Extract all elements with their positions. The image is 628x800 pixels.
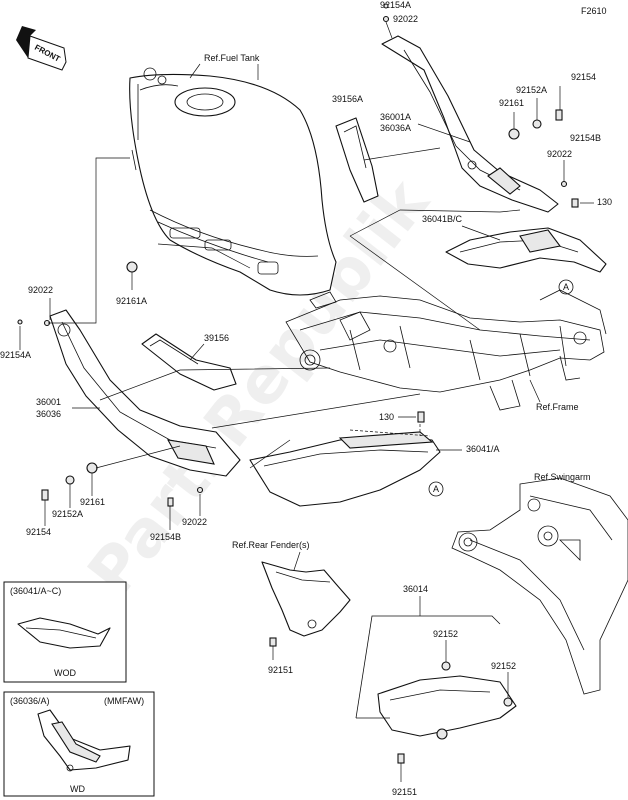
collar-92152-a	[441, 661, 451, 671]
callout-36036: 36036	[36, 409, 61, 419]
swingarm-reference	[451, 477, 628, 695]
callout-130-mid: 130	[379, 412, 394, 422]
callout-92022-top: 92022	[393, 14, 418, 24]
callout-36041BC: 36041B/C	[422, 214, 463, 224]
collar-92152-b	[503, 697, 513, 707]
upper-cowl-36001A	[381, 35, 559, 213]
side-cover-36041BC	[445, 227, 607, 273]
callout-92151-a: 92151	[268, 665, 293, 675]
marker-a-upper: A	[563, 282, 569, 292]
callout-92154A-top: 92154A	[380, 0, 411, 10]
inset-wd-caption: WD	[70, 784, 85, 794]
front-arrow-icon: FRONT	[16, 26, 67, 71]
inset-wd-tag: (MMFAW)	[104, 696, 144, 706]
callout-39156A: 39156A	[332, 94, 363, 104]
callout-36041A: 36041/A	[466, 444, 500, 454]
inset-wd: (36036/A) (MMFAW) WD	[3, 691, 155, 797]
callout-36001: 36001	[36, 397, 61, 407]
callout-36036A: 36036A	[380, 123, 411, 133]
callout-92161-r: 92161	[499, 98, 524, 108]
callout-36014: 36014	[403, 584, 428, 594]
callout-39156: 39156	[204, 333, 229, 343]
callout-130-r: 130	[597, 197, 612, 207]
side-cover-36041A	[249, 431, 441, 507]
callout-92022-b: 92022	[182, 517, 207, 527]
callout-92154-r: 92154	[571, 72, 596, 82]
grommet-92161-l	[86, 462, 98, 474]
bolt-92154-r	[555, 109, 563, 121]
callout-92152-b: 92152	[491, 661, 516, 671]
grommet-92161A	[126, 261, 138, 273]
ref-fuel-tank-label: Ref.Fuel Tank	[204, 53, 260, 63]
collar-92152A-r	[532, 119, 542, 129]
ref-rear-fender-label: Ref.Rear Fender(s)	[232, 540, 310, 550]
callout-92161A: 92161A	[116, 296, 147, 306]
callout-92151-b: 92151	[392, 787, 417, 797]
callout-92154B-l: 92154B	[150, 532, 181, 542]
inset-wod: (36041/A~C) WOD	[3, 581, 127, 683]
marker-a-lower: A	[433, 484, 439, 494]
callout-92152A-r: 92152A	[516, 85, 547, 95]
inset-wod-title: (36041/A~C)	[10, 586, 61, 596]
rear-fender-reference	[261, 561, 351, 637]
grommet-92161-r	[508, 128, 520, 140]
inset-wd-title: (36036/A)	[10, 696, 50, 706]
fuel-tank-reference	[129, 67, 337, 309]
callout-92161-l: 92161	[80, 497, 105, 507]
callout-92152A-l: 92152A	[52, 509, 83, 519]
callout-92154-l: 92154	[26, 527, 51, 537]
callout-92022-r: 92022	[547, 149, 572, 159]
inset-wod-caption: WOD	[54, 668, 76, 678]
bolt-92154-l	[41, 489, 49, 501]
callout-92152-a: 92152	[433, 629, 458, 639]
callout-36001A: 36001A	[380, 112, 411, 122]
pad-39156A	[335, 117, 379, 203]
figure-code: F2610	[581, 6, 607, 16]
collar-92152A-l	[65, 475, 75, 485]
pad-39156	[141, 333, 237, 391]
frame-reference	[285, 289, 607, 411]
callout-92154A-l: 92154A	[0, 350, 31, 360]
ref-swingarm-label: Ref.Swingarm	[534, 472, 591, 482]
callout-92022-l: 92022	[28, 285, 53, 295]
ref-frame-label: Ref.Frame	[536, 402, 579, 412]
chain-cover-36014	[377, 675, 517, 740]
callout-92154B-r: 92154B	[570, 133, 601, 143]
